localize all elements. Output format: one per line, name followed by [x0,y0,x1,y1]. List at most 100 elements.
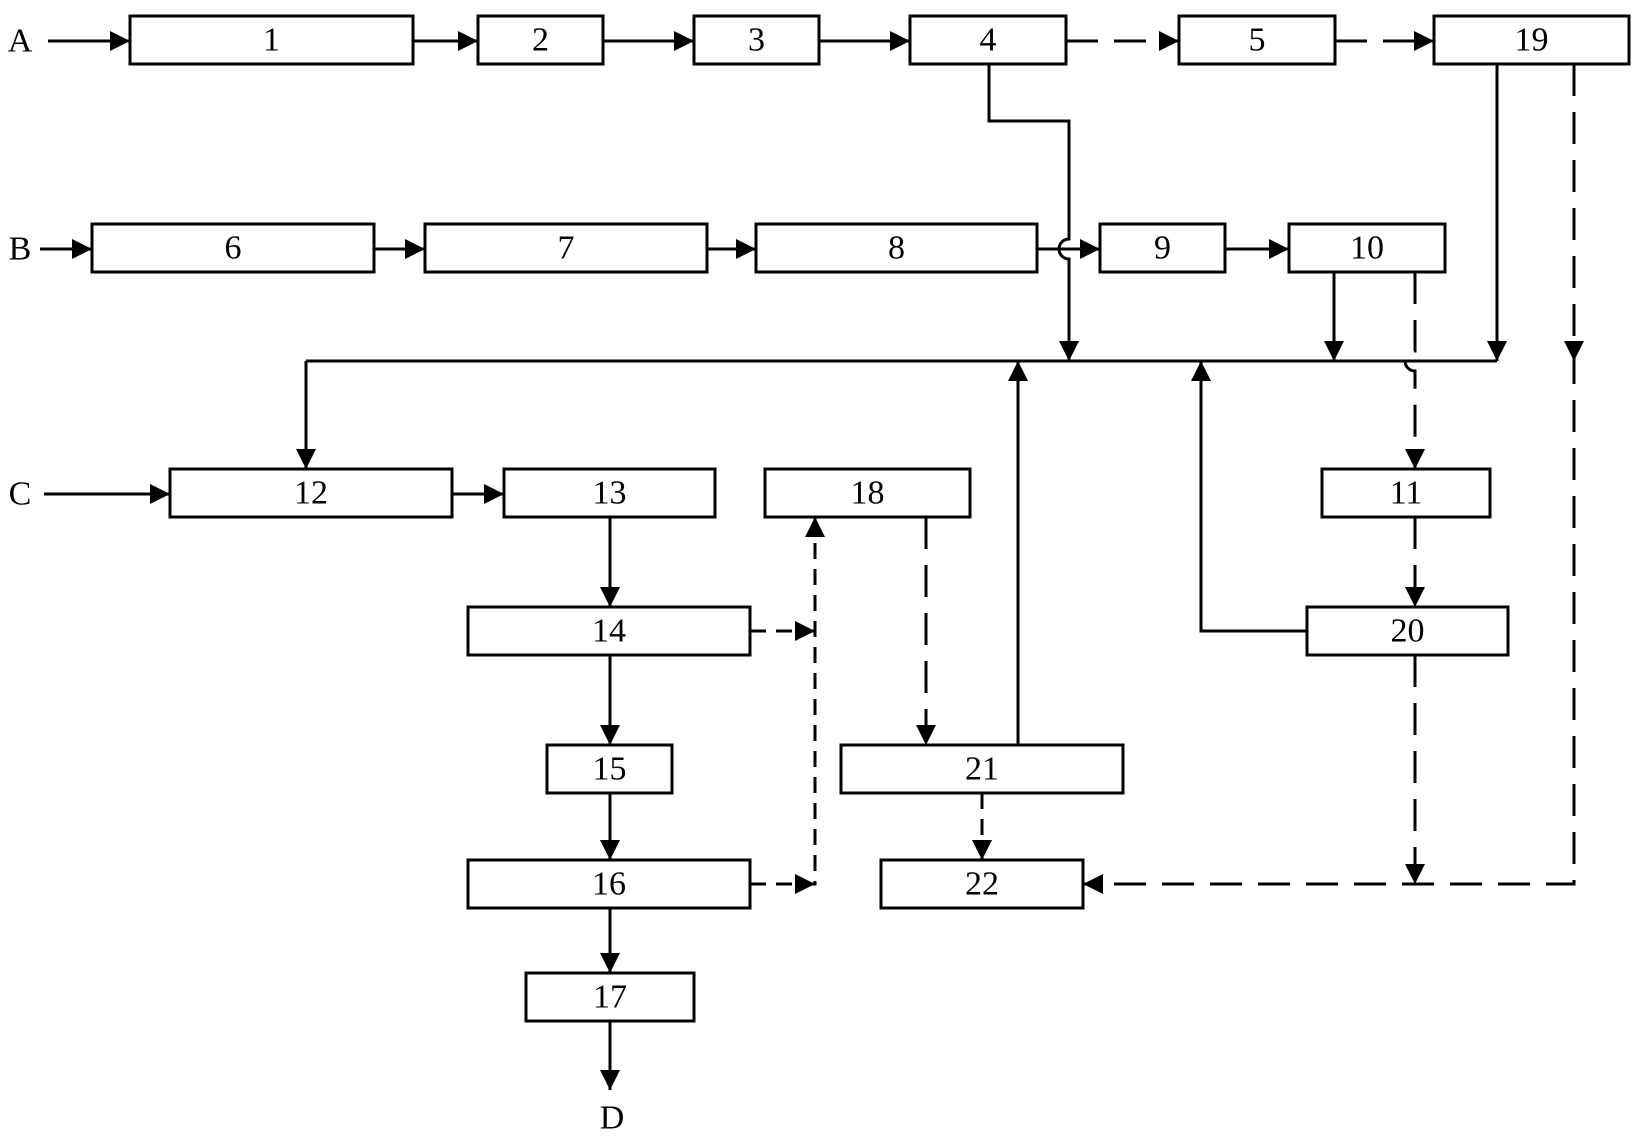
arrow-4-to-5 [1159,31,1179,51]
arrow-13-to-14 [600,587,620,607]
arrow-1-to-2 [458,31,478,51]
arrow-4-to-bus [1059,341,1079,361]
arrow-9-to-10 [1269,239,1289,259]
process-box-8: 8 [754,222,1039,274]
process-box-19: 19 [1432,14,1631,66]
box-label: 15 [593,751,627,788]
box-frame [754,222,1039,274]
connections-layer [40,31,1584,1090]
arrow-to-22 [1083,874,1103,894]
terminal-label: C [9,476,32,513]
dashed-line-19-to-22 [1083,64,1576,886]
arrow-16-junction [795,874,815,894]
arrow-10-to-11 [1405,449,1425,469]
box-frame [908,14,1068,66]
box-frame [466,605,752,657]
box-label: 8 [888,230,905,267]
arrow-a-to-1 [110,31,130,51]
arrow-11-to-20 [1405,587,1425,607]
arrow-19-dashed [1564,341,1584,361]
process-box-21: 21 [839,743,1125,795]
box-frame [1177,14,1337,66]
arrow-2-to-3 [674,31,694,51]
box-label: 4 [980,22,997,59]
box-label: 18 [851,475,885,512]
box-label: 14 [592,613,626,650]
arrow-15-to-16 [600,840,620,860]
arrow-19-to-bus [1487,341,1507,361]
box-frame [1320,467,1492,519]
process-box-17: 17 [524,971,696,1023]
box-label: 1 [263,22,280,59]
line-20-to-bus [1199,361,1307,633]
box-frame [128,14,415,66]
arrow-20-to-bus [1191,361,1211,381]
arrow-14-to-15 [600,725,620,745]
box-label: 17 [593,979,627,1016]
box-label: 19 [1515,22,1549,59]
process-box-20: 20 [1305,605,1510,657]
box-label: 3 [748,22,765,59]
arrow-c-to-12 [150,484,170,504]
line-4-to-bus [987,64,1071,361]
box-frame [90,222,376,274]
terminal-c: C [9,476,32,513]
box-frame [763,467,972,519]
arrow-17-to-d [600,1070,620,1090]
process-box-3: 3 [692,14,821,66]
arrow-8-to-9 [1080,239,1100,259]
box-frame [1432,14,1631,66]
process-box-15: 15 [545,743,674,795]
box-frame [545,743,674,795]
arrow-21-to-22 [972,840,992,860]
arrow-14-to-18 [795,621,815,641]
arrow-bus-to-12 [296,449,316,469]
process-box-1: 1 [128,14,415,66]
process-box-2: 2 [476,14,605,66]
terminal-d: D [600,1100,625,1137]
box-label: 6 [225,230,242,267]
box-label: 10 [1350,230,1384,267]
terminal-a: A [8,23,33,60]
process-box-9: 9 [1098,222,1227,274]
box-label: 16 [592,866,626,903]
dashed-line-16-to-18 [750,517,817,886]
box-label: 7 [558,230,575,267]
box-frame [1098,222,1227,274]
box-frame [692,14,821,66]
box-frame [502,467,717,519]
process-box-16: 16 [466,858,752,910]
terminal-b: B [9,231,32,268]
terminals-layer: A B C D [8,23,625,1137]
process-box-10: 10 [1287,222,1447,274]
arrow-b-to-6 [72,239,92,259]
process-box-7: 7 [423,222,709,274]
arrow-5-to-19 [1414,31,1434,51]
process-box-12: 12 [168,467,454,519]
box-label: 22 [965,866,999,903]
process-box-13: 13 [502,467,717,519]
process-box-6: 6 [90,222,376,274]
box-label: 12 [294,475,328,512]
box-frame [1287,222,1447,274]
arrow-to-18 [805,517,825,537]
arrow-3-to-4 [890,31,910,51]
process-box-18: 18 [763,467,972,519]
process-box-4: 4 [908,14,1068,66]
box-frame [839,743,1125,795]
box-frame [879,858,1085,910]
arrow-7-to-8 [736,239,756,259]
arrow-16-to-17 [600,953,620,973]
dashed-line-10-to-11 [1403,272,1417,469]
box-label: 9 [1154,230,1171,267]
arrow-10-to-bus [1324,341,1344,361]
box-label: 20 [1391,613,1425,650]
arrow-18-to-21 [916,725,936,745]
box-frame [466,858,752,910]
process-box-22: 22 [879,858,1085,910]
arrow-21-to-bus [1008,361,1028,381]
box-label: 2 [532,22,549,59]
box-frame [168,467,454,519]
